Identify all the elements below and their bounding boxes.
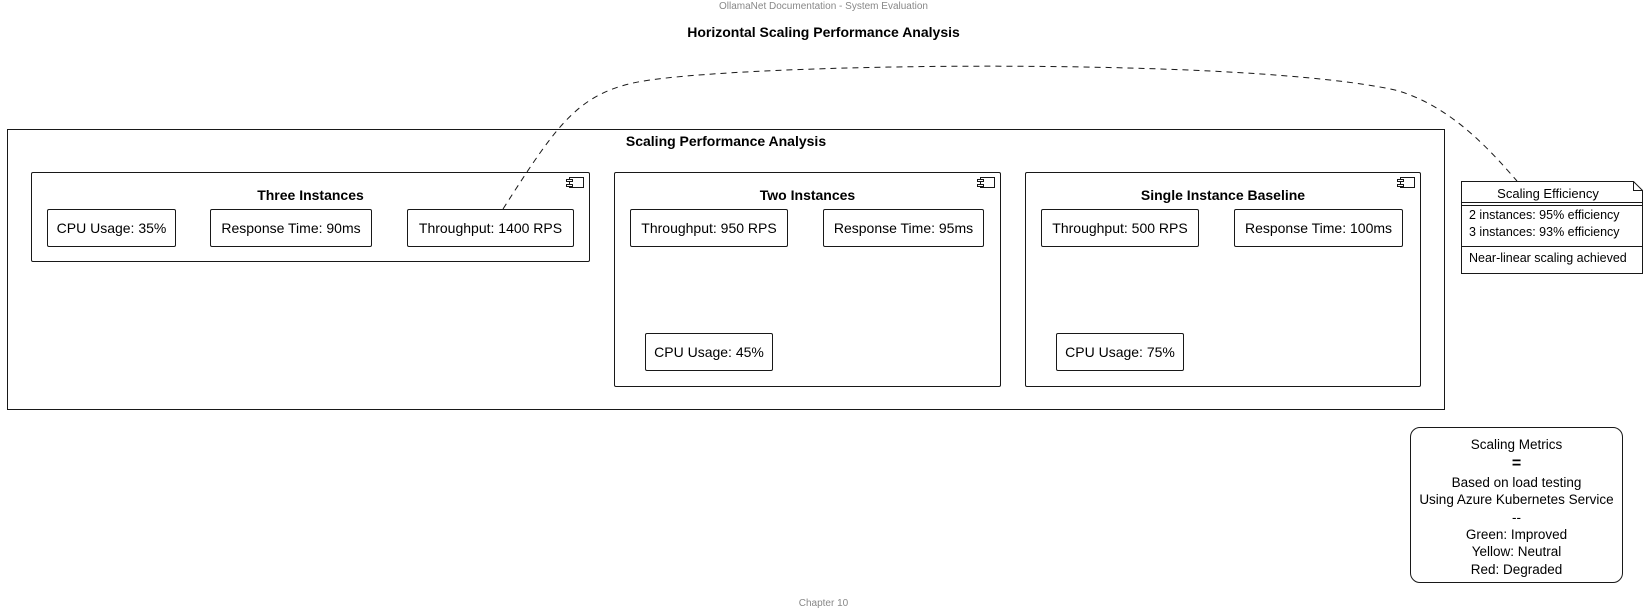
component-icon	[1397, 177, 1415, 188]
legend-green: Green: Improved	[1465, 526, 1568, 542]
three-throughput-box: Throughput: 1400 RPS	[407, 209, 574, 247]
three-cpu-box: CPU Usage: 35%	[47, 209, 176, 247]
page-footer: Chapter 10	[798, 598, 849, 609]
legend-separator: --	[1512, 509, 1521, 525]
three-response-box: Response Time: 90ms	[210, 209, 372, 247]
note-line-1: 2 instances: 95% efficiency	[1469, 208, 1620, 222]
component-title: Single Instance Baseline	[1140, 187, 1306, 203]
page-header: OllamaNet Documentation - System Evaluat…	[719, 1, 928, 12]
scaling-efficiency-note: Scaling Efficiency 2 instances: 95% effi…	[1461, 181, 1643, 274]
legend-title: Scaling Metrics	[1470, 437, 1563, 452]
legend-line-1: Based on load testing	[1451, 474, 1582, 490]
note-line-2: 3 instances: 93% efficiency	[1469, 225, 1620, 239]
note-title: Scaling Efficiency	[1497, 186, 1599, 201]
frame-title: Scaling Performance Analysis	[625, 133, 827, 149]
diagram-title: Horizontal Scaling Performance Analysis	[687, 24, 960, 40]
legend-yellow: Yellow: Neutral	[1471, 544, 1562, 559]
legend-separator-double: =	[1511, 454, 1522, 472]
two-response-box: Response Time: 95ms	[823, 209, 984, 247]
two-throughput-box: Throughput: 950 RPS	[630, 209, 788, 247]
single-throughput-box: Throughput: 500 RPS	[1041, 209, 1199, 247]
component-icon	[977, 177, 995, 188]
component-title: Three Instances	[257, 187, 364, 203]
note-footer: Near-linear scaling achieved	[1469, 251, 1627, 265]
single-cpu-box: CPU Usage: 75%	[1056, 333, 1184, 371]
single-response-box: Response Time: 100ms	[1234, 209, 1403, 247]
component-title: Two Instances	[759, 187, 856, 203]
two-cpu-box: CPU Usage: 45%	[645, 333, 773, 371]
scaling-metrics-legend: Scaling Metrics = Based on load testing …	[1410, 427, 1623, 583]
component-icon	[566, 177, 584, 188]
legend-red: Red: Degraded	[1470, 561, 1563, 577]
legend-line-2: Using Azure Kubernetes Service	[1419, 492, 1614, 507]
